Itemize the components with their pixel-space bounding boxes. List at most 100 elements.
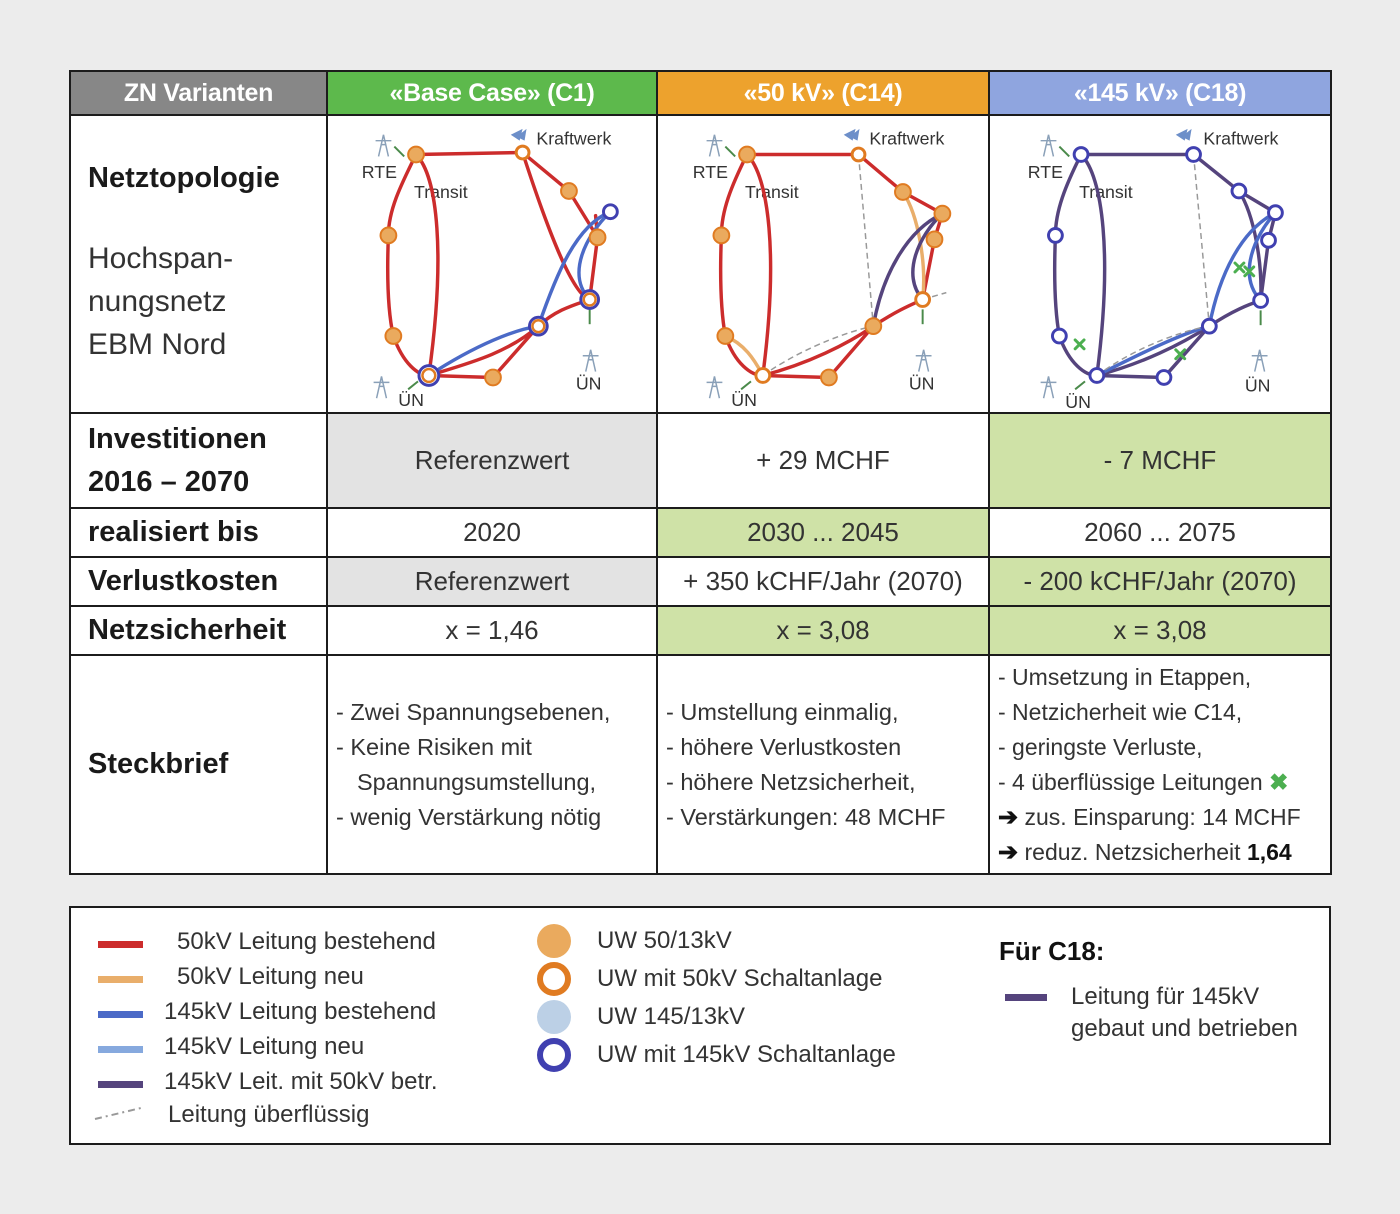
label-transit: Transit [1079,182,1133,202]
label-kraftwerk: Kraftwerk [869,129,944,149]
investment-label-line: Investitionen [88,422,267,455]
legend-node-50-13 [537,924,571,958]
line-50kv-existing [520,150,600,240]
investment-c14: + 29 MCHF [656,412,990,509]
power-plant-icon [1175,128,1192,141]
line-145kv-existing [427,324,541,378]
profile-item: - Verstärkungen: 48 MCHF [666,803,946,830]
profile-item: - wenig Verstärkung nötig [336,803,602,830]
arrow-right-icon: ➔ [998,803,1019,831]
topology-subtitle-line: Hochspan- [88,242,234,275]
line-superfluous [1096,325,1210,377]
label-kraftwerk: Kraftwerk [536,129,611,149]
topology-map-c1: Kraftwerk RTE Transit ÜN ÜN [326,114,658,414]
substation-node [712,145,952,387]
label-un-right: ÜN [1245,375,1271,395]
loss-cost-row: Verlustkosten Referenzwert + 350 kCHF/Ja… [69,556,1332,607]
investment-label-line: 2016 – 2070 [88,465,250,498]
realized-c1: 2020 [326,507,658,558]
line-145kv-existing [1247,210,1278,303]
header-c1: «Base Case» (C1) [326,70,658,116]
profile-item-text: reduz. Netzsicherheit [1024,838,1241,865]
legend-swatch-145kv-50kv-operated [98,1081,143,1088]
legend-node-145-13 [537,1000,571,1034]
legend-label: 50kV Leitung neu [177,963,364,990]
legend-label: 50kV Leitung bestehend [177,928,436,955]
legend: 50kV Leitung bestehend 50kV Leitung neu … [69,906,1331,1145]
legend-label: Leitung überflüssig [168,1101,370,1128]
legend-c18-title: Für C18: [999,936,1105,966]
legend-label: 145kV Leit. mit 50kV betr. [164,1068,438,1095]
profile-item: - höhere Verlustkosten [666,733,902,760]
security-value: 1,64 [1246,838,1292,865]
profile-item: - geringste Verluste, [998,733,1203,760]
arrow-right-icon: ➔ [998,838,1019,866]
line-50kv-existing [385,152,431,378]
header-row: ZN Varianten «Base Case» (C1) «50 kV» (C… [69,70,1332,116]
label-un-bottom: ÜN [1065,392,1091,411]
legend-label: gebaut und betrieben [1071,1015,1298,1042]
topology-subtitle: Hochspan- nungsnetz EBM Nord [88,237,326,366]
line-50kv-existing [414,152,440,378]
topology-map-c18: Kraftwerk RTE Transit ÜN ÜN [988,114,1332,414]
profile-item: - Keine Risiken mit [336,733,532,760]
line-50kv-existing [718,152,765,378]
label-rte: RTE [1028,162,1063,182]
line-50kv-existing [427,297,592,378]
label-un-right: ÜN [909,373,935,393]
profile-label: Steckbrief [69,654,328,875]
legend-label: 145kV Leitung neu [164,1033,365,1060]
topology-title: Netztopologie [88,162,280,194]
profile-item: - 4 überflüssige Leitungen ✖ [998,765,1330,800]
line-145kv-operated [1095,298,1263,378]
network-diagram-c14: Kraftwerk RTE Transit ÜN ÜN [693,129,952,410]
topology-subtitle-line: nungsnetz [88,285,227,318]
legend-label: UW 145/13kV [597,1003,746,1030]
legend-swatch-50kv-existing [98,941,143,948]
line-145kv-operated [1052,152,1099,378]
security-c14: x = 3,08 [656,605,990,656]
cross-icon: ✖ [1269,768,1289,795]
investment-c18: - 7 MCHF [988,412,1332,509]
line-superfluous [857,154,875,327]
topology-row: Netztopologie Hochspan- nungsnetz EBM No… [69,114,1332,414]
profile-item: ➔ zus. Einsparung: 14 MCHF [998,800,1330,835]
legend-swatch-50kv-new [98,976,143,983]
label-un-bottom: ÜN [731,390,757,410]
profile-item-text: zus. Einsparung: 14 MCHF [1024,803,1301,830]
profile-item: - Umsetzung in Etappen, [998,663,1252,690]
profile-item: ➔ reduz. Netzsicherheit 1,64 [998,835,1330,870]
line-50kv-existing [414,150,600,302]
header-c18: «145 kV» (C18) [988,70,1332,116]
profile-c14: - Umstellung einmalig, - höhere Verlustk… [656,654,990,875]
security-row: Netzsicherheit x = 1,46 x = 3,08 x = 3,0… [69,605,1332,656]
line-145kv-50kv-operated [911,211,945,302]
legend-label: 145kV Leitung bestehend [164,998,437,1025]
line-145kv-operated [1079,152,1107,378]
security-c18: x = 3,08 [988,605,1332,656]
investment-label: Investitionen 2016 – 2070 [69,412,328,509]
transformer-arrow-icon [1058,145,1262,391]
legend-swatch-145kv-existing [98,1011,143,1018]
realized-row: realisiert bis 2020 2030 ... 2045 2060 .… [69,507,1332,558]
line-145kv-existing [1095,324,1212,378]
profile-list-c18: - Umsetzung in Etappen, - Netzicherheit … [990,660,1330,870]
label-un-right: ÜN [576,373,602,393]
topology-map-c14: Kraftwerk RTE Transit ÜN ÜN [656,114,990,414]
label-transit: Transit [745,182,799,202]
substation-node [379,144,619,387]
legend-label: Leitung für 145kV [1071,983,1260,1010]
legend-label: UW mit 50kV Schaltanlage [597,965,883,992]
loss-cost-c1: Referenzwert [326,556,658,607]
pylon-icon [1040,134,1268,399]
legend-swatch-145kv-new [98,1046,143,1053]
loss-cost-c14: + 350 kCHF/Jahr (2070) [656,556,990,607]
pylon-icon [706,134,932,399]
realized-label: realisiert bis [69,507,328,558]
topology-label-cell: Netztopologie Hochspan- nungsnetz EBM No… [69,114,328,414]
label-un-bottom: ÜN [398,390,424,410]
legend-swatch-superfluous [94,1107,142,1120]
line-145kv-existing [1207,210,1278,328]
topology-subtitle-line: EBM Nord [88,328,227,361]
security-c1: x = 1,46 [326,605,658,656]
